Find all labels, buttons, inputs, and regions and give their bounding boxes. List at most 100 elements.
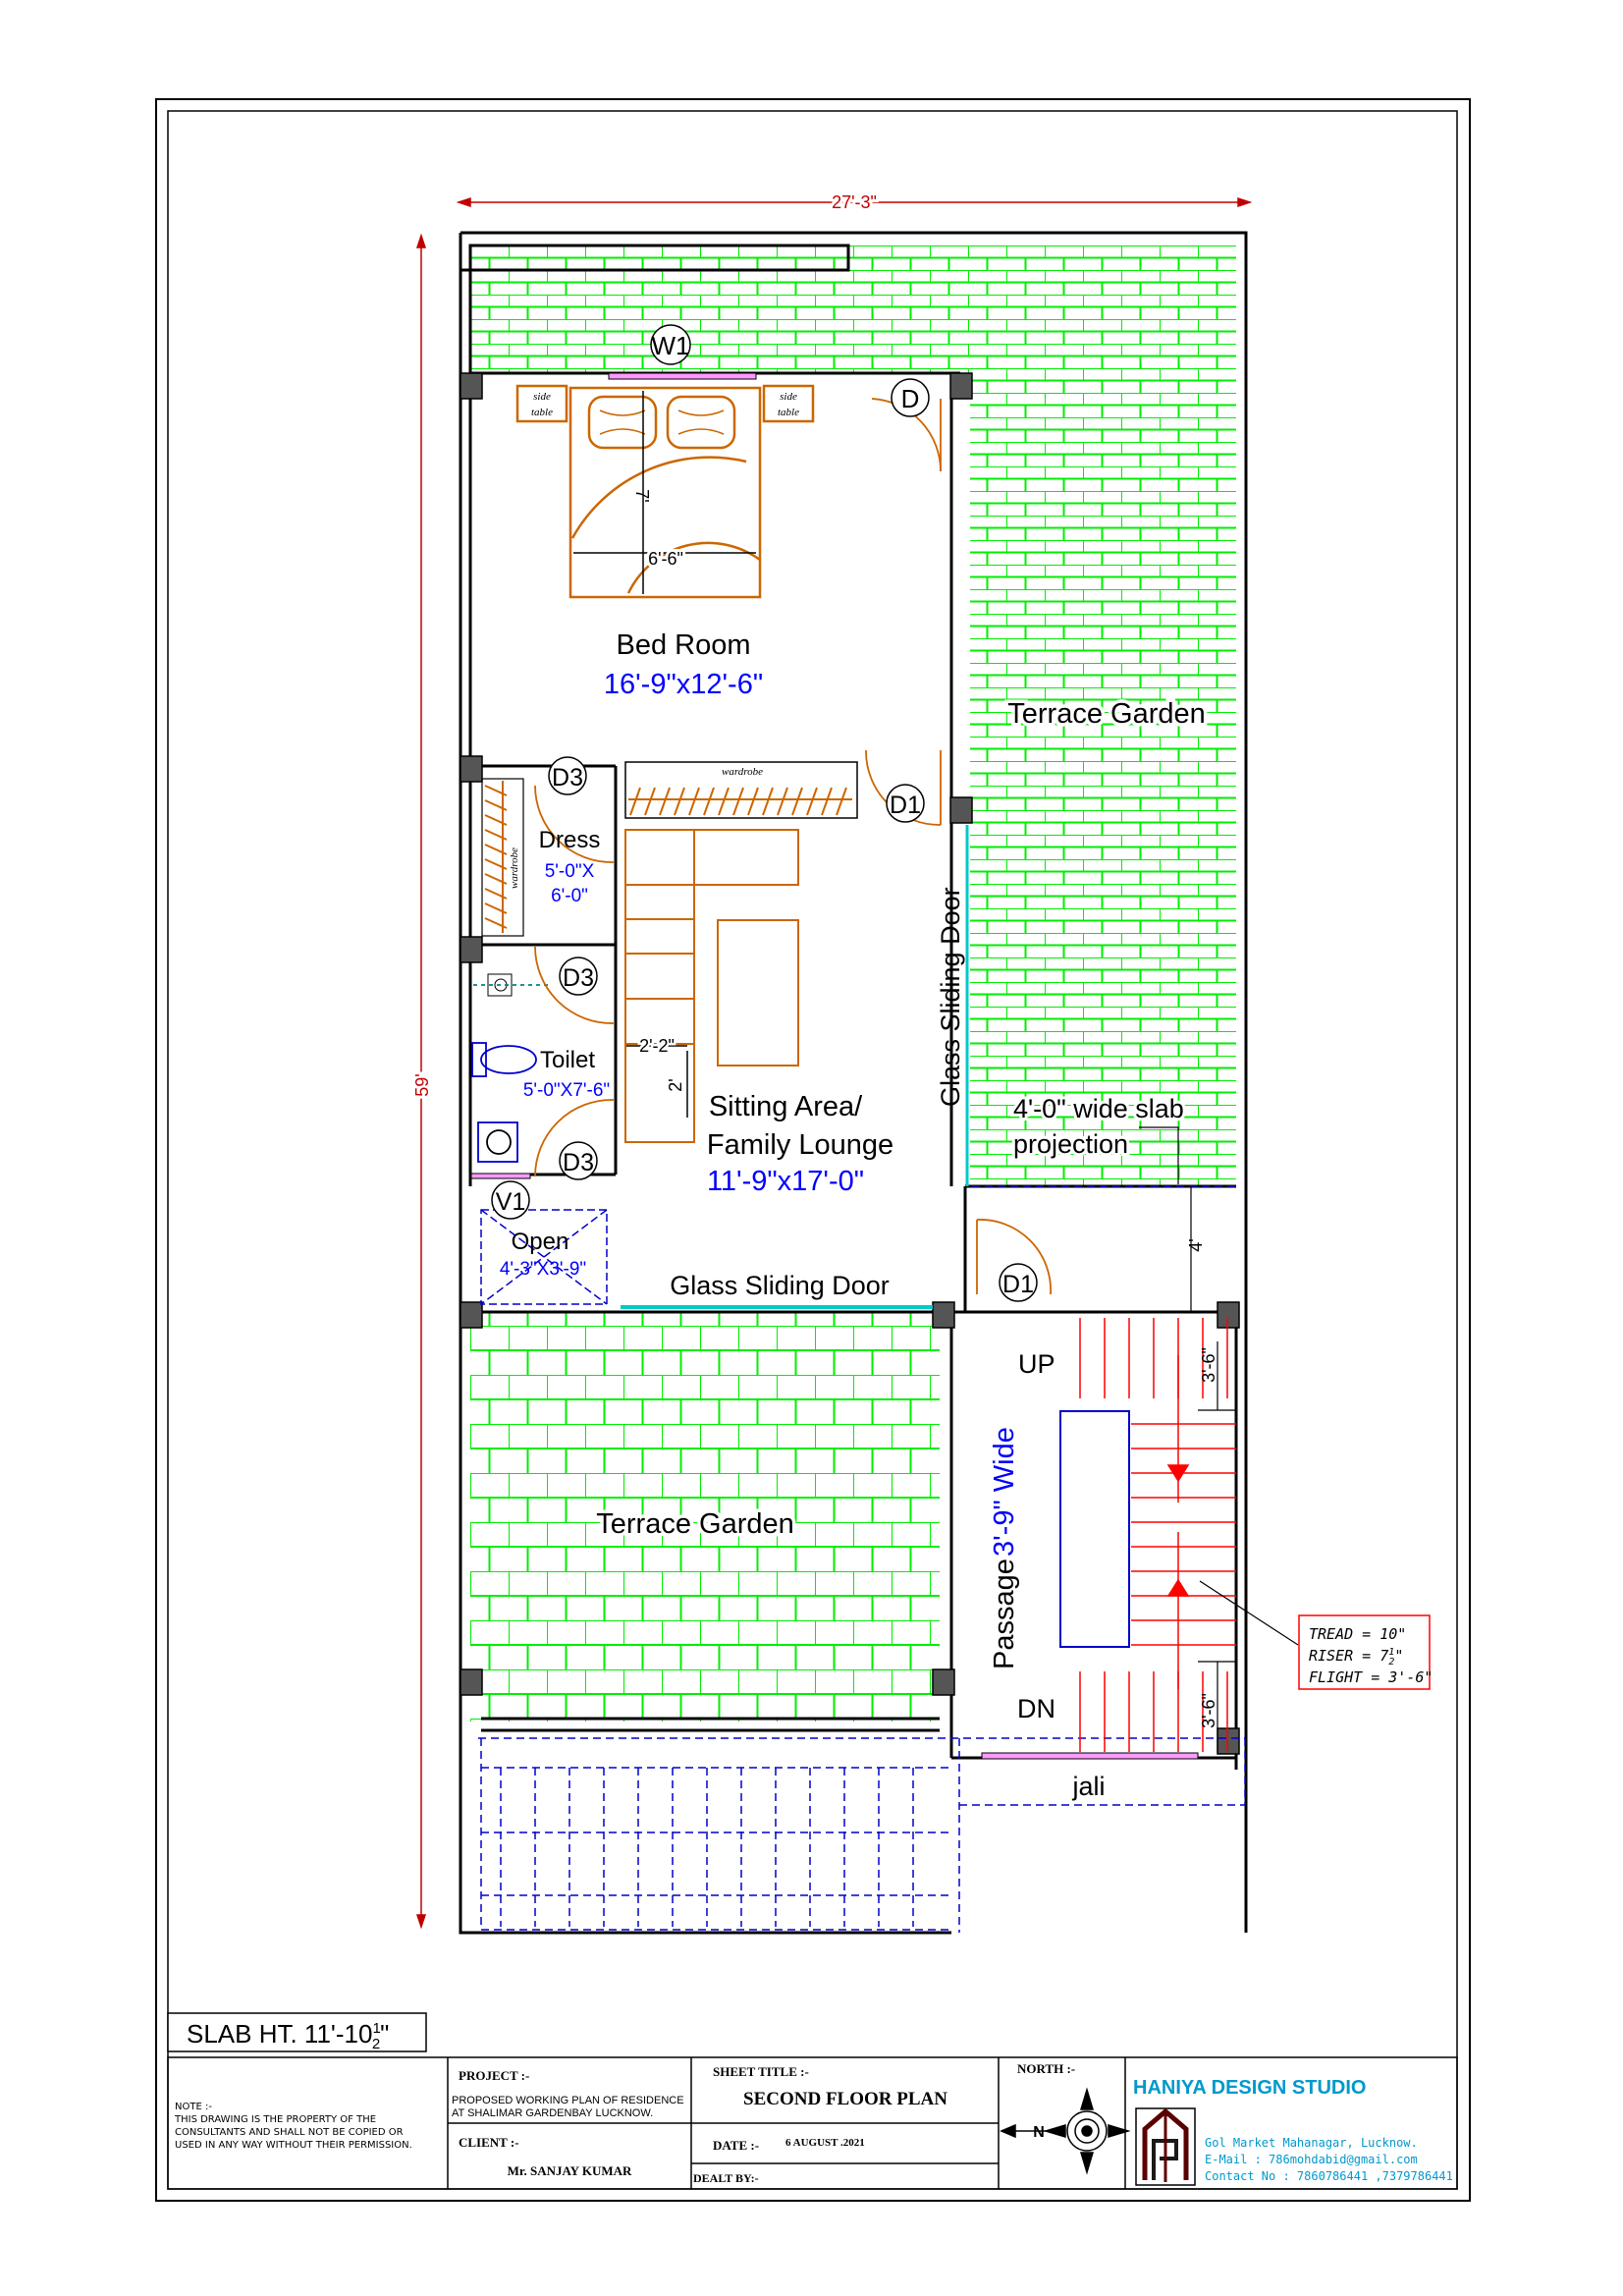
sheet-title-label: SHEET TITLE :- xyxy=(713,2064,809,2079)
side-table-left-label-1: side xyxy=(533,391,551,403)
studio-contact: Contact No : 7860786441 ,7379786441 xyxy=(1205,2169,1453,2183)
columns xyxy=(460,372,1240,1755)
ventilator-v1 xyxy=(470,1173,531,1179)
client-name: Mr. SANJAY KUMAR xyxy=(508,2163,632,2178)
dress-size-2: 6'-0" xyxy=(551,886,588,906)
tag-d1-passage: D1 xyxy=(1002,1271,1034,1298)
stair-up-label: UP xyxy=(1018,1349,1055,1379)
slab-projection-leader xyxy=(1139,1126,1179,1184)
terrace-top-strip xyxy=(470,246,1236,373)
bed-width-label: 6'-6" xyxy=(648,549,683,569)
bed-room-size: 16'-9"x12'-6" xyxy=(604,669,763,700)
bed-dimension-lines xyxy=(573,391,756,594)
staircase xyxy=(1079,1318,1236,1752)
step-dimensions xyxy=(626,1045,688,1118)
north-letter: N xyxy=(1033,2124,1045,2141)
tag-d: D xyxy=(901,384,920,413)
terrace-garden-right-tiles xyxy=(970,373,1236,1186)
sitting-area-size: 11'-9"x17'-0" xyxy=(707,1166,864,1197)
project-label: PROJECT :- xyxy=(459,2068,529,2083)
wardrobe-side-label: wardrobe xyxy=(509,847,520,889)
overall-length-dimension xyxy=(415,233,427,1930)
bed-length-label: 7' xyxy=(632,489,652,502)
toilet-size: 5'-0"X7'-6" xyxy=(523,1080,610,1101)
step-dimension-width: 2'-2" xyxy=(639,1036,675,1056)
wardrobe-top-label: wardrobe xyxy=(722,766,763,778)
jali-label: jali xyxy=(1071,1772,1105,1801)
wardrobe-side xyxy=(484,781,508,933)
stair-note-riser-main: RISER = 7 xyxy=(1309,1647,1388,1665)
north-compass-icon xyxy=(1000,2087,1131,2175)
wardrobe-side-outline xyxy=(481,778,524,937)
sofa xyxy=(624,829,799,1143)
side-table-left-label-2: table xyxy=(531,407,553,418)
stair-dn-label: DN xyxy=(1017,1694,1055,1723)
tag-w1: W1 xyxy=(652,331,690,360)
toilet-name: Toilet xyxy=(540,1047,595,1073)
wardrobe-top xyxy=(624,761,858,819)
slab-height-prefix: SLAB HT. 11'-10 xyxy=(187,2019,372,2049)
stair-note-riser-num: 1 xyxy=(1388,1647,1394,1658)
note-line-3: USED IN ANY WAY WITHOUT THEIR PERMISSION… xyxy=(175,2140,412,2151)
sitting-area-name-2: Family Lounge xyxy=(707,1129,893,1161)
terrace-garden-bottom-tiles xyxy=(470,1312,940,1722)
passage-dimension-marks xyxy=(1190,1186,1236,1752)
slab-height-box xyxy=(167,2012,427,2052)
title-block-grid xyxy=(167,2056,1458,2190)
bed-room-name: Bed Room xyxy=(616,629,750,661)
stair-note-riser-den: 2 xyxy=(1388,1657,1394,1667)
stair-note-box xyxy=(1298,1614,1431,1690)
stair-bottom-dimension: 3'-6" xyxy=(1199,1693,1218,1728)
tag-d1-lounge: D1 xyxy=(890,792,921,819)
studio-address: Gol Market Mahanagar, Lucknow. xyxy=(1205,2136,1418,2150)
passage-width: 3'-9" Wide xyxy=(989,1427,1020,1557)
stair-note-leader xyxy=(1199,1580,1299,1646)
open-cutout xyxy=(480,1209,608,1305)
note-heading: NOTE :- xyxy=(175,2102,212,2112)
date-value: 6 AUGUST .2021 xyxy=(785,2137,865,2149)
dealt-by-label: DEALT BY:- xyxy=(693,2171,759,2185)
stair-note-flight: FLIGHT = 3'-6" xyxy=(1309,1668,1433,1686)
tag-d3-toilet: D3 xyxy=(563,964,594,992)
window-w1 xyxy=(608,372,757,380)
open-size: 4'-3"X3'-9" xyxy=(500,1259,586,1280)
dress-name: Dress xyxy=(539,827,601,853)
note-line-1: THIS DRAWING IS THE PROPERTY OF THE xyxy=(174,2114,376,2125)
overall-width-label: 27'-3" xyxy=(832,192,877,212)
toilet-fixtures xyxy=(471,973,552,1163)
jali xyxy=(981,1752,1199,1760)
client-label: CLIENT :- xyxy=(459,2135,519,2150)
glass-sliding-door-vertical-label: Glass Sliding Door xyxy=(936,887,965,1107)
slab-projection-dashed xyxy=(478,1185,1246,1933)
tag-d3-dress: D3 xyxy=(552,764,583,792)
stair-note-riser-unit: " xyxy=(1394,1647,1403,1665)
bed xyxy=(515,384,815,599)
center-table xyxy=(717,919,799,1066)
tag-markers xyxy=(491,324,1038,1302)
terrace-garden-right-name: Terrace Garden xyxy=(1007,698,1206,730)
open-name: Open xyxy=(512,1229,569,1255)
slab-height-suffix: " xyxy=(380,2019,389,2049)
sheet-border-outer xyxy=(155,98,1471,2202)
sitting-area-name-1: Sitting Area/ xyxy=(709,1091,863,1122)
dress-size-1: 5'-0"X xyxy=(545,861,595,882)
slab-projection-label-2: projection xyxy=(1013,1129,1128,1159)
tag-v1: V1 xyxy=(496,1188,526,1216)
studio-name: HANIYA DESIGN STUDIO xyxy=(1133,2077,1366,2099)
glass-sliding-door-horizontal-label: Glass Sliding Door xyxy=(670,1271,890,1300)
side-table-right-label-1: side xyxy=(780,391,797,403)
date-label: DATE :- xyxy=(713,2138,759,2153)
sheet-title: SECOND FLOOR PLAN xyxy=(743,2089,947,2109)
stair-top-dimension: 3'-6" xyxy=(1199,1347,1218,1383)
project-line-1: PROPOSED WORKING PLAN OF RESIDENCE xyxy=(452,2095,684,2106)
project-line-2: AT SHALIMAR GARDENBAY LUCKNOW. xyxy=(452,2107,653,2119)
note-line-2: CONSULTANTS AND SHALL NOT BE COPIED OR xyxy=(175,2127,404,2138)
step-dimension-depth: 2' xyxy=(666,1078,685,1091)
overall-width-dimension xyxy=(456,196,1253,208)
slab-height-den: 2 xyxy=(372,2036,380,2052)
studio-email: E-Mail : 786mohdabid@gmail.com xyxy=(1205,2153,1418,2166)
slab-gap-dimension: 4' xyxy=(1186,1238,1206,1251)
tag-d3-lower: D3 xyxy=(563,1149,594,1176)
